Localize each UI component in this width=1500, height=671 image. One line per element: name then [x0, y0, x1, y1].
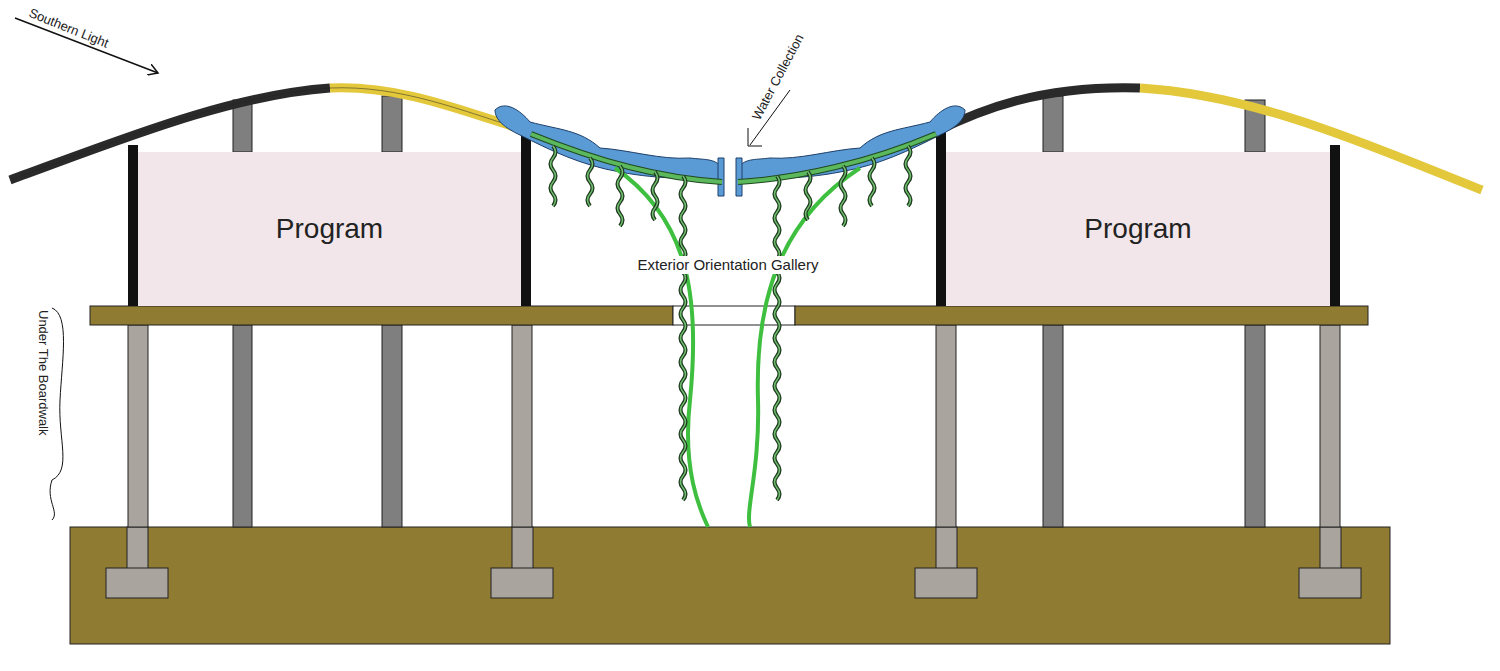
piles — [128, 325, 1340, 527]
boardwalk-label: Under The Boardwalk — [36, 310, 50, 436]
light-label: Southern Light — [27, 6, 111, 51]
vines — [551, 146, 911, 500]
program-label: Program — [276, 213, 383, 245]
green-roots — [615, 168, 860, 527]
boardwalk — [90, 306, 1368, 325]
light-arrow — [15, 18, 158, 73]
bracket — [50, 308, 63, 520]
program-box: Program — [946, 152, 1330, 306]
roof-posts — [233, 96, 1265, 152]
ground — [70, 527, 1390, 644]
program-box: Program — [138, 152, 521, 306]
walls — [128, 128, 1340, 306]
gallery-label: Exterior Orientation Gallery — [635, 256, 822, 275]
water-collection — [495, 106, 965, 196]
footings — [106, 527, 1361, 598]
program-label: Program — [1084, 213, 1191, 245]
water-label: Water Collection — [750, 32, 807, 122]
